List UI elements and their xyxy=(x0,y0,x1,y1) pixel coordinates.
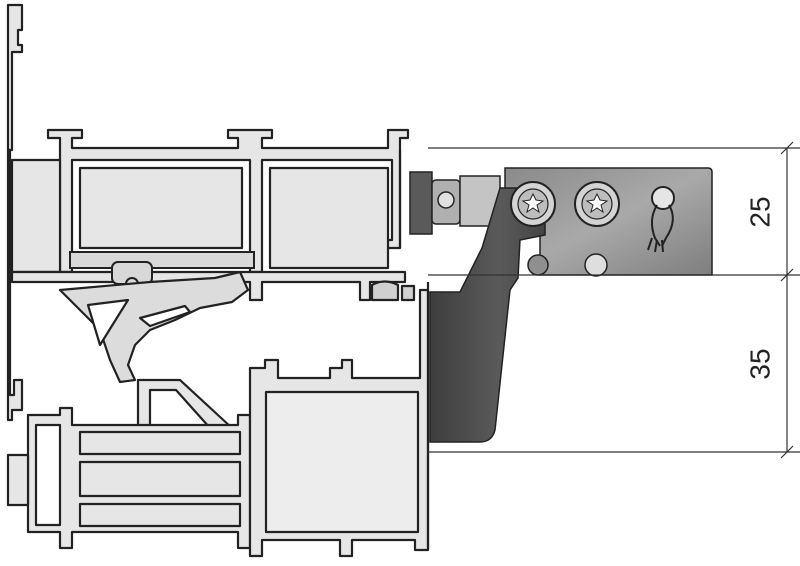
upper-sash-profile xyxy=(10,128,410,302)
spring-adjuster-icon xyxy=(647,186,675,253)
frame-right-edge xyxy=(398,150,430,550)
outer-frame-profile xyxy=(6,3,24,422)
connector-block xyxy=(409,171,433,235)
screw-icon xyxy=(510,181,556,227)
gasket-hook-element xyxy=(58,270,250,384)
dimension-label-lower: 35 xyxy=(744,348,775,379)
mount-hole xyxy=(527,254,549,276)
lower-sash-profile xyxy=(6,280,430,558)
dimension-lines xyxy=(428,141,800,459)
screw-icon xyxy=(574,181,620,227)
hinge-arm xyxy=(429,187,546,443)
mount-hole xyxy=(584,253,608,277)
hinge-bracket xyxy=(409,167,713,443)
dimension-label-upper: 25 xyxy=(744,196,775,227)
